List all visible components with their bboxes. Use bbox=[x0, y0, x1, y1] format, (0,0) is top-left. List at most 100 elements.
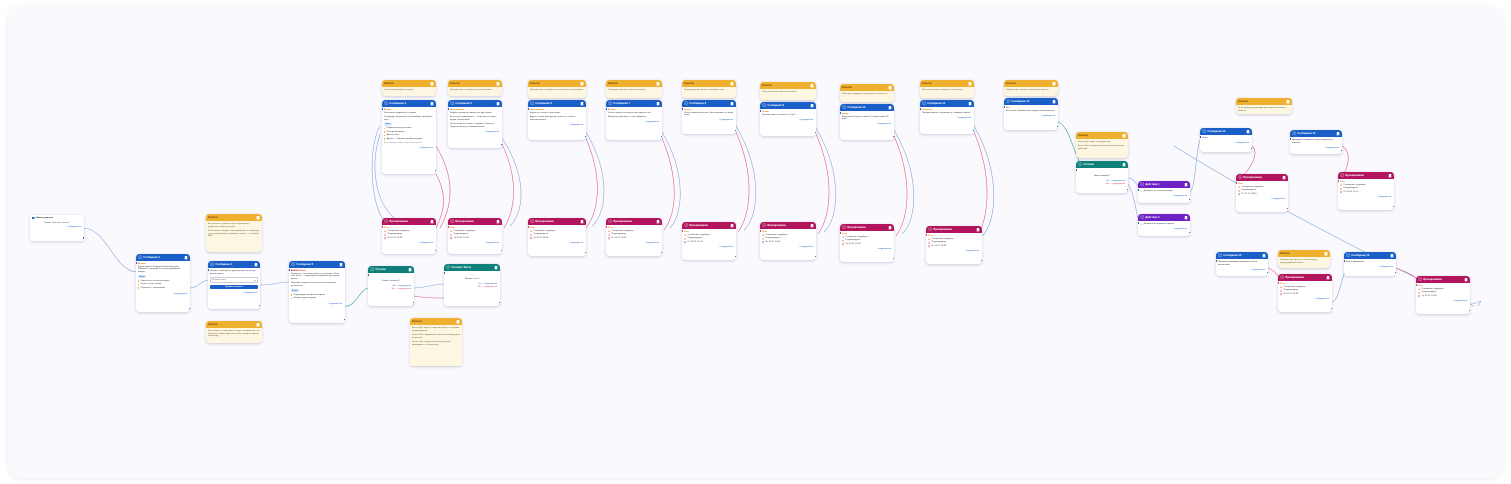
input-handle[interactable] bbox=[1138, 222, 1139, 224]
node-footer[interactable]: Следующий шаг bbox=[840, 247, 894, 251]
footer-next[interactable]: Следующий шаг bbox=[569, 242, 584, 245]
flow-edge[interactable] bbox=[259, 281, 290, 286]
node-menu-button[interactable] bbox=[256, 215, 261, 220]
node-header[interactable]: Бронирование bbox=[1236, 174, 1288, 182]
flow-edge[interactable] bbox=[893, 135, 908, 237]
input-handle[interactable] bbox=[444, 272, 445, 274]
node-menu-button[interactable] bbox=[1388, 173, 1393, 178]
node-header[interactable]: Заметка bbox=[682, 80, 736, 88]
output-handle[interactable] bbox=[499, 301, 500, 304]
node-header[interactable]: Заметка bbox=[528, 80, 586, 88]
node-menu-button[interactable] bbox=[1122, 162, 1127, 167]
node-menu-button[interactable] bbox=[1262, 253, 1267, 258]
input-handle[interactable] bbox=[682, 108, 683, 110]
node-footer[interactable]: Следующий шаг bbox=[606, 241, 662, 245]
footer-next[interactable]: Следующий шаг bbox=[328, 303, 343, 306]
flow-edge[interactable] bbox=[501, 137, 522, 227]
node-menu-button[interactable] bbox=[656, 101, 661, 106]
input-handle[interactable] bbox=[528, 226, 529, 228]
footer-next[interactable]: Следующий шаг bbox=[645, 120, 660, 123]
node-header[interactable]: Условие bbox=[1076, 161, 1128, 169]
input-handle[interactable] bbox=[1200, 136, 1201, 138]
node-menu-button[interactable] bbox=[408, 267, 413, 272]
node-header[interactable]: Действие 2 bbox=[1138, 214, 1190, 222]
node-menu-button[interactable] bbox=[1326, 275, 1331, 280]
flow-edge[interactable] bbox=[189, 279, 209, 289]
node-header[interactable]: Сообщение 7 bbox=[606, 100, 662, 108]
flow-edge[interactable] bbox=[413, 283, 445, 289]
output-handle[interactable] bbox=[435, 249, 436, 252]
output-handle[interactable] bbox=[585, 135, 586, 138]
node-header[interactable]: Бронирование bbox=[1338, 172, 1394, 180]
node-header[interactable]: Сообщение 3 bbox=[289, 261, 345, 269]
input-handle[interactable] bbox=[208, 269, 209, 271]
node-header[interactable]: Бронирование bbox=[760, 222, 816, 230]
node-footer[interactable]: Следующий шаг bbox=[528, 241, 586, 245]
node-footer[interactable]: Следующий шаг bbox=[682, 245, 736, 249]
node-header[interactable]: Бронирование bbox=[606, 218, 662, 226]
node-menu-button[interactable] bbox=[730, 81, 735, 86]
node-menu-button[interactable] bbox=[730, 101, 735, 106]
flow-edge[interactable] bbox=[1127, 183, 1139, 219]
output-handle[interactable] bbox=[973, 129, 974, 132]
node-header[interactable]: Заметка bbox=[1278, 250, 1330, 258]
input-handle[interactable] bbox=[760, 230, 761, 232]
node-header[interactable]: Сообщение 14 bbox=[1290, 130, 1342, 138]
node-footer[interactable]: Следующий шаг bbox=[926, 249, 982, 253]
footer-next[interactable]: Следующий шаг bbox=[243, 291, 258, 294]
node-header[interactable]: Условие / Ветка bbox=[444, 264, 500, 272]
footer-next[interactable]: Следующий шаг bbox=[173, 292, 188, 295]
node-header[interactable]: Бронирование bbox=[448, 218, 502, 226]
select-input[interactable]: Выберите дату bbox=[209, 276, 259, 284]
node-header[interactable]: Сообщение 15 bbox=[1216, 252, 1268, 260]
node-footer[interactable]: Следующий шаг bbox=[920, 116, 974, 120]
flow-edge[interactable] bbox=[1469, 300, 1482, 307]
node-menu-button[interactable] bbox=[1324, 251, 1329, 256]
footer-next[interactable]: Следующий шаг bbox=[957, 116, 972, 119]
footer-no[interactable]: Нет — следующий шаг bbox=[1105, 182, 1126, 185]
output-handle[interactable] bbox=[1189, 231, 1190, 234]
node-header[interactable]: Бронирование bbox=[840, 224, 894, 232]
node-menu-button[interactable] bbox=[1122, 133, 1127, 138]
input-handle[interactable] bbox=[448, 226, 449, 228]
node-header[interactable]: Бронирование bbox=[382, 218, 436, 226]
node-menu-button[interactable] bbox=[580, 81, 585, 86]
footer-next[interactable]: Следующий шаг bbox=[1379, 265, 1394, 268]
output-handle[interactable] bbox=[83, 236, 84, 239]
node-header[interactable]: Сообщение 16 bbox=[1344, 252, 1396, 260]
flow-edge[interactable] bbox=[973, 125, 995, 237]
footer-yes[interactable]: Да — следующий шаг bbox=[478, 283, 498, 285]
node-menu-button[interactable] bbox=[656, 81, 661, 86]
footer-no[interactable]: Нет — следующий шаг bbox=[391, 287, 412, 290]
input-handle[interactable] bbox=[1290, 138, 1291, 140]
flow-edge[interactable] bbox=[83, 227, 137, 273]
output-handle[interactable] bbox=[893, 135, 894, 138]
node-header[interactable]: Бронирование bbox=[1416, 276, 1470, 284]
node-menu-button[interactable] bbox=[1464, 277, 1469, 282]
input-handle[interactable] bbox=[1278, 282, 1279, 284]
flow-edge[interactable] bbox=[661, 131, 681, 229]
node-menu-button[interactable] bbox=[456, 319, 461, 324]
node-header[interactable]: Сообщение 10 bbox=[840, 104, 894, 112]
node-teal[interactable]: Условие / Ветка↑Выбран слот?Да — следующ… bbox=[444, 264, 500, 306]
footer-next[interactable]: Следующий шаг bbox=[485, 242, 500, 245]
output-handle[interactable] bbox=[344, 318, 345, 321]
node-header[interactable]: Сообщение 1 bbox=[136, 254, 190, 262]
node-footer[interactable]: Следующий шаг bbox=[1344, 265, 1396, 269]
